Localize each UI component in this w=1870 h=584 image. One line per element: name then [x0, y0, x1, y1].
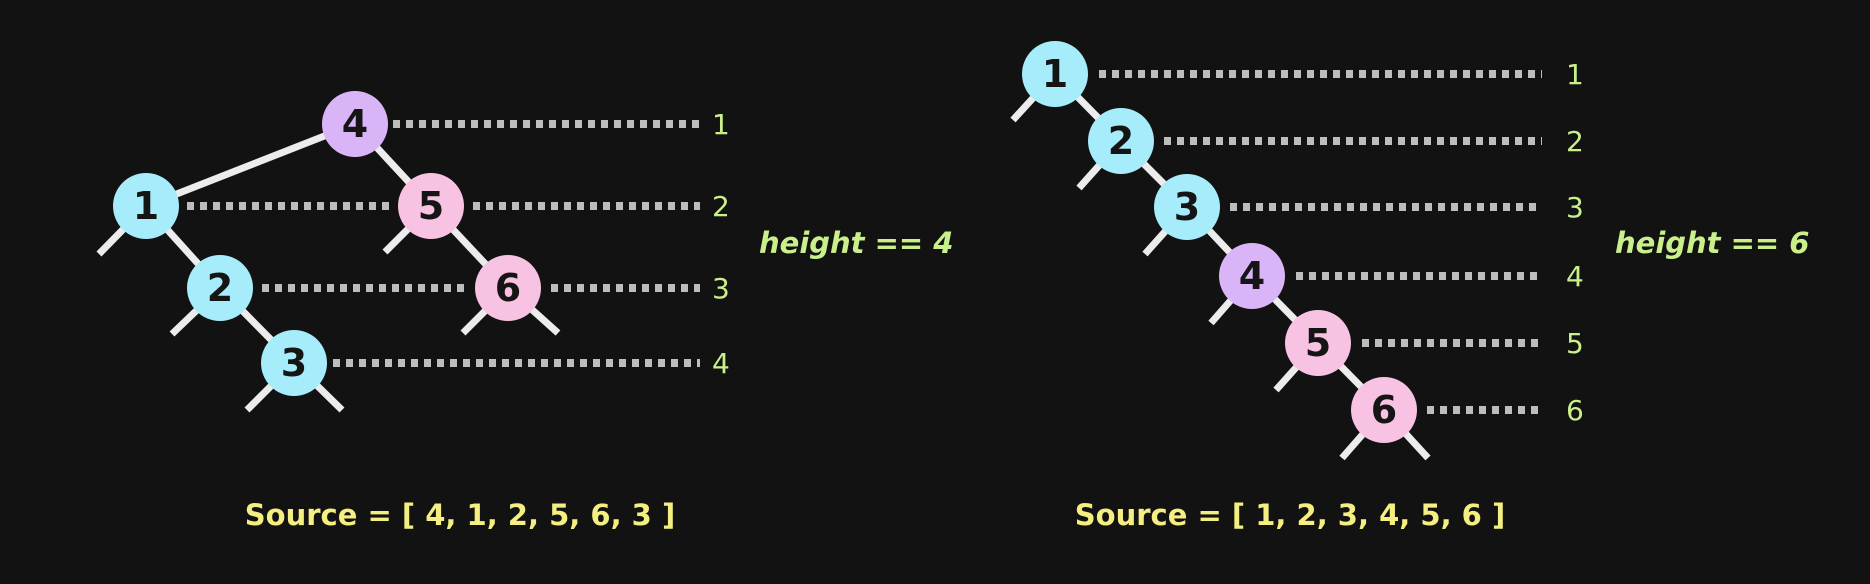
right-node-1: 1 — [1022, 41, 1088, 107]
left-level-number-4: 4 — [712, 347, 730, 380]
node-label: 1 — [133, 184, 159, 228]
right-node-6: 6 — [1351, 377, 1417, 443]
right-level-number-6: 6 — [1566, 394, 1584, 427]
node-label: 4 — [342, 102, 368, 146]
node-label: 5 — [1305, 321, 1331, 365]
right-node-4: 4 — [1219, 243, 1285, 309]
node-label: 1 — [1042, 52, 1068, 96]
right-node-5: 5 — [1285, 310, 1351, 376]
left-level-number-3: 3 — [712, 272, 730, 305]
right-node-3: 3 — [1154, 174, 1220, 240]
right-level-number-1: 1 — [1566, 58, 1584, 91]
left-node-4: 4 — [322, 91, 388, 157]
node-label: 3 — [281, 341, 307, 385]
left-tree: 4 1 5 2 6 3 1 2 3 4 height == 4 Source = — [96, 91, 954, 532]
right-node-2: 2 — [1088, 108, 1154, 174]
left-node-6: 6 — [475, 255, 541, 321]
left-node-2: 2 — [187, 255, 253, 321]
node-label: 4 — [1239, 254, 1265, 298]
left-level-number-2: 2 — [712, 190, 730, 223]
left-node-3: 3 — [261, 330, 327, 396]
left-node-5: 5 — [398, 173, 464, 239]
right-level-number-3: 3 — [1566, 191, 1584, 224]
right-tree: 1 2 3 4 5 6 1 2 3 4 5 6 height == 6 — [1010, 41, 1810, 532]
right-level-number-2: 2 — [1566, 125, 1584, 158]
right-level-number-5: 5 — [1566, 327, 1584, 360]
left-node-1: 1 — [113, 173, 179, 239]
left-height-label: height == 4 — [759, 226, 954, 260]
node-label: 3 — [1174, 185, 1200, 229]
left-level-number-1: 1 — [712, 108, 730, 141]
node-label: 6 — [1371, 388, 1397, 432]
left-edge-4-1 — [144, 120, 357, 210]
node-label: 2 — [207, 266, 233, 310]
right-height-label: height == 6 — [1615, 226, 1810, 260]
node-label: 2 — [1108, 119, 1134, 163]
left-source-label: Source = [ 4, 1, 2, 5, 6, 3 ] — [245, 498, 675, 532]
right-source-label: Source = [ 1, 2, 3, 4, 5, 6 ] — [1075, 498, 1505, 532]
right-level-number-4: 4 — [1566, 260, 1584, 293]
node-label: 5 — [418, 184, 444, 228]
node-label: 6 — [495, 266, 521, 310]
